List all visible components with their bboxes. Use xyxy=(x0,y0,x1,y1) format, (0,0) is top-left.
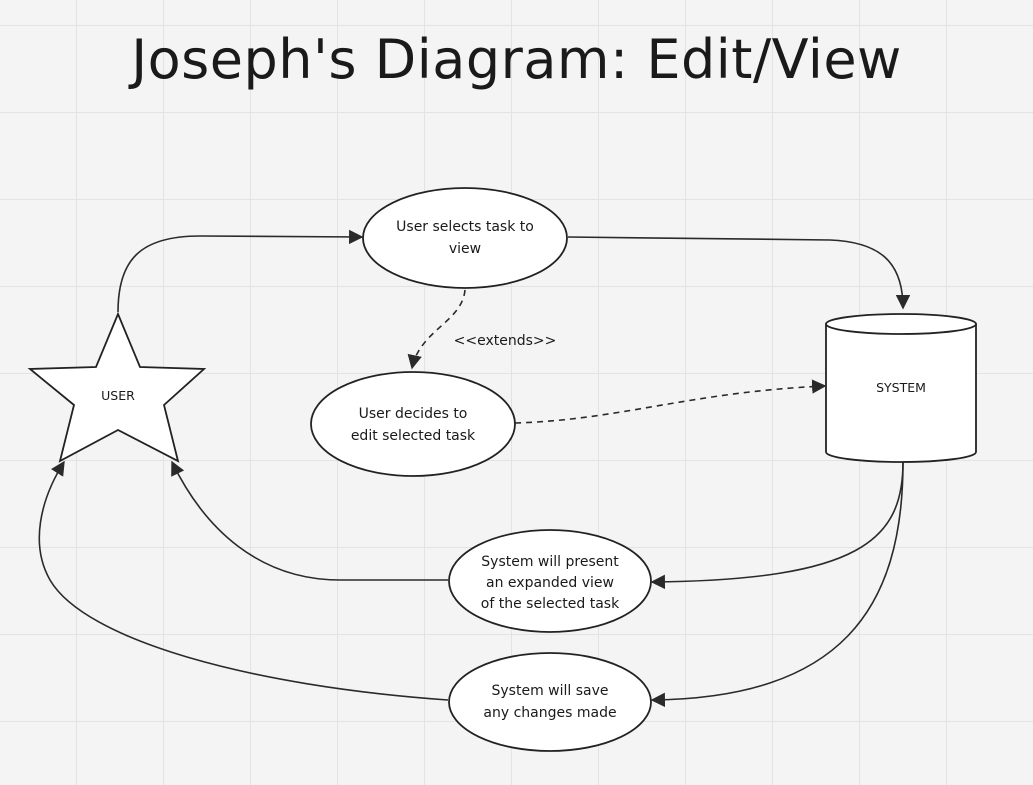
use-case-save-changes-line-1: System will save xyxy=(492,683,609,699)
actor-system-cylinder-body xyxy=(825,324,977,463)
edge-system-to-save-changes xyxy=(650,461,904,708)
use-case-save-changes: System will save any changes made xyxy=(448,652,652,752)
use-case-save-changes-ellipse xyxy=(448,652,652,752)
edge-present-view-to-user xyxy=(171,460,448,581)
use-case-edit-task: User decides to edit selected task xyxy=(310,371,516,477)
use-case-present-view-ellipse xyxy=(448,529,652,633)
edge-edit-to-system xyxy=(514,379,827,424)
use-case-view-task-line-2: view xyxy=(449,241,481,257)
use-case-edit-task-line-2: edit selected task xyxy=(351,428,476,444)
actor-system-label: SYSTEM xyxy=(876,380,926,395)
actor-user-star-shape xyxy=(27,311,207,463)
edge-view-task-to-system xyxy=(567,236,911,310)
actor-system: SYSTEM xyxy=(825,313,977,463)
use-case-present-view-line-1: System will present xyxy=(481,554,619,570)
diagram-title: Joseph's Diagram: Edit/View xyxy=(131,28,902,91)
actor-system-cylinder-top xyxy=(825,313,977,335)
use-case-edit-task-ellipse xyxy=(310,371,516,477)
use-case-view-task-line-1: User selects task to xyxy=(396,219,534,235)
use-case-view-task: User selects task to view xyxy=(362,187,568,289)
use-case-present-view: System will present an expanded view of … xyxy=(448,529,652,633)
actor-user: USER xyxy=(27,311,207,463)
use-case-present-view-line-2: an expanded view xyxy=(486,575,614,591)
extends-label: <<extends>> xyxy=(454,333,557,349)
edge-extends-view-to-edit xyxy=(407,289,466,370)
actor-user-label: USER xyxy=(101,388,135,403)
edge-user-to-view-task xyxy=(117,229,364,313)
use-case-view-task-ellipse xyxy=(362,187,568,289)
use-case-save-changes-line-2: any changes made xyxy=(483,705,616,721)
edge-save-changes-to-user xyxy=(38,460,449,701)
use-case-edit-task-line-1: User decides to xyxy=(359,406,468,422)
edge-system-to-present-view xyxy=(650,461,904,590)
use-case-present-view-line-3: of the selected task xyxy=(481,596,620,612)
